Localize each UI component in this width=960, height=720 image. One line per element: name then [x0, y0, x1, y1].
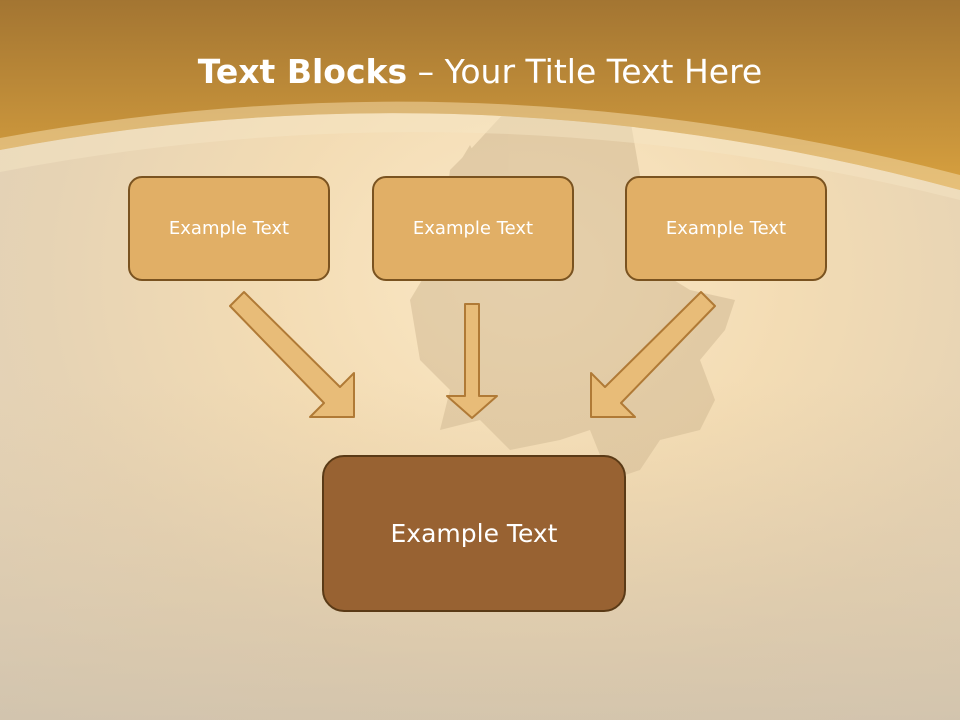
text-box-left[interactable]: Example Text [128, 176, 330, 281]
center-text-box[interactable]: Example Text [322, 455, 626, 612]
slide-title: Text Blocks – Your Title Text Here [0, 52, 960, 91]
header-band [0, 0, 960, 190]
text-box-right[interactable]: Example Text [625, 176, 827, 281]
title-rest: – Your Title Text Here [407, 52, 763, 91]
arrow-left-down-right [229, 291, 355, 418]
header-curve-highlight [0, 101, 960, 190]
text-box-label: Example Text [412, 218, 534, 239]
center-text-box-label: Example Text [390, 519, 558, 548]
text-box-middle[interactable]: Example Text [372, 176, 574, 281]
text-box-label: Example Text [168, 218, 290, 239]
arrow-down [446, 303, 498, 419]
title-bold: Text Blocks [197, 52, 408, 91]
arrow-right-down-left [590, 291, 716, 418]
text-box-label: Example Text [665, 218, 787, 239]
